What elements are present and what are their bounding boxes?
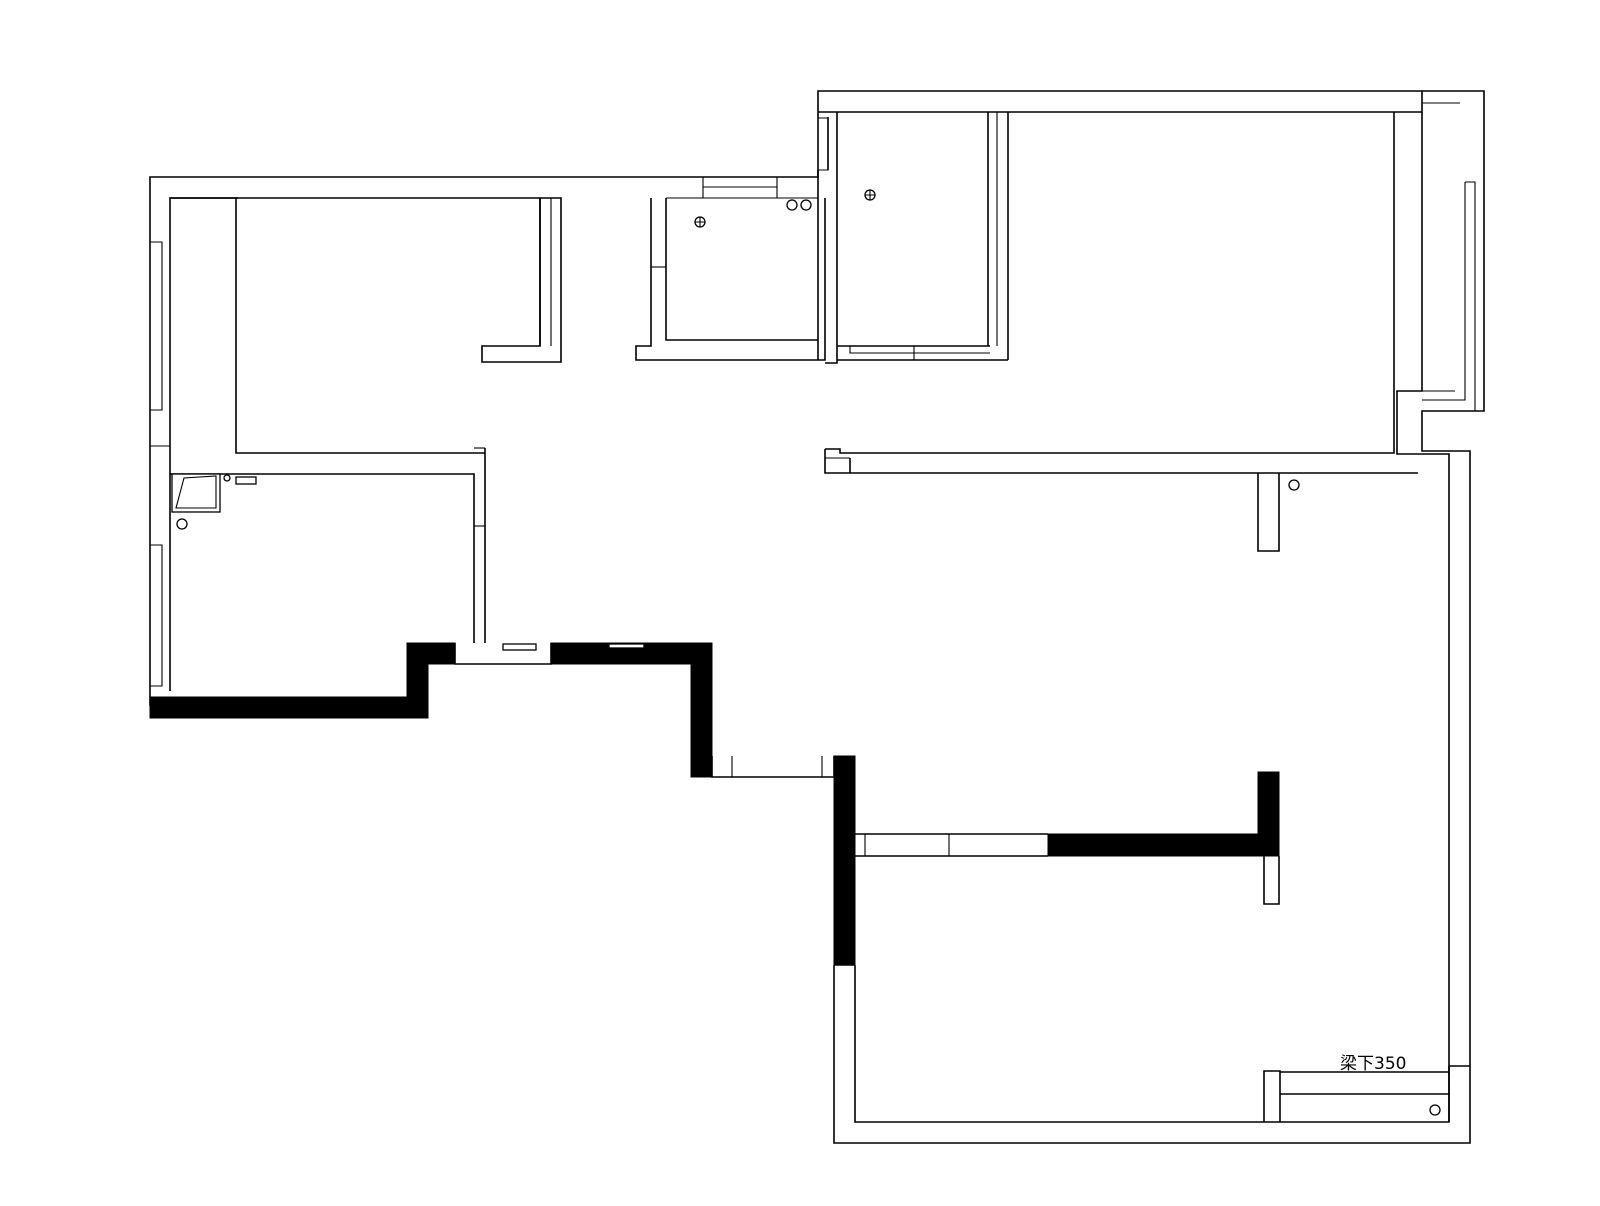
pipe-icon	[1429, 1104, 1441, 1116]
beam-note: 梁下350	[1340, 1054, 1406, 1074]
pipe-icon	[1288, 479, 1300, 491]
new-walls	[149, 642, 1280, 966]
floor-drain-icon	[864, 189, 876, 201]
threshold-icon	[502, 643, 537, 651]
new-wall-step-top-a	[406, 642, 456, 665]
pipe-icon	[223, 474, 231, 482]
pipe-icon	[800, 199, 812, 211]
new-wall-living-west	[833, 755, 856, 966]
exterior-walls	[149, 90, 1485, 1144]
new-wall-south-room	[1047, 833, 1280, 857]
meter-box-icon	[235, 476, 257, 485]
fixtures	[171, 189, 1441, 1116]
floor-drain-icon	[694, 216, 706, 228]
new-wall-south-room-stub	[1257, 771, 1280, 857]
new-wall-step-vertical	[690, 642, 713, 778]
new-wall-south-left	[149, 696, 429, 719]
interior-walls	[170, 112, 1450, 1122]
sink-icon	[171, 473, 221, 513]
pipe-icon	[786, 199, 798, 211]
pipe-icon	[176, 518, 188, 530]
